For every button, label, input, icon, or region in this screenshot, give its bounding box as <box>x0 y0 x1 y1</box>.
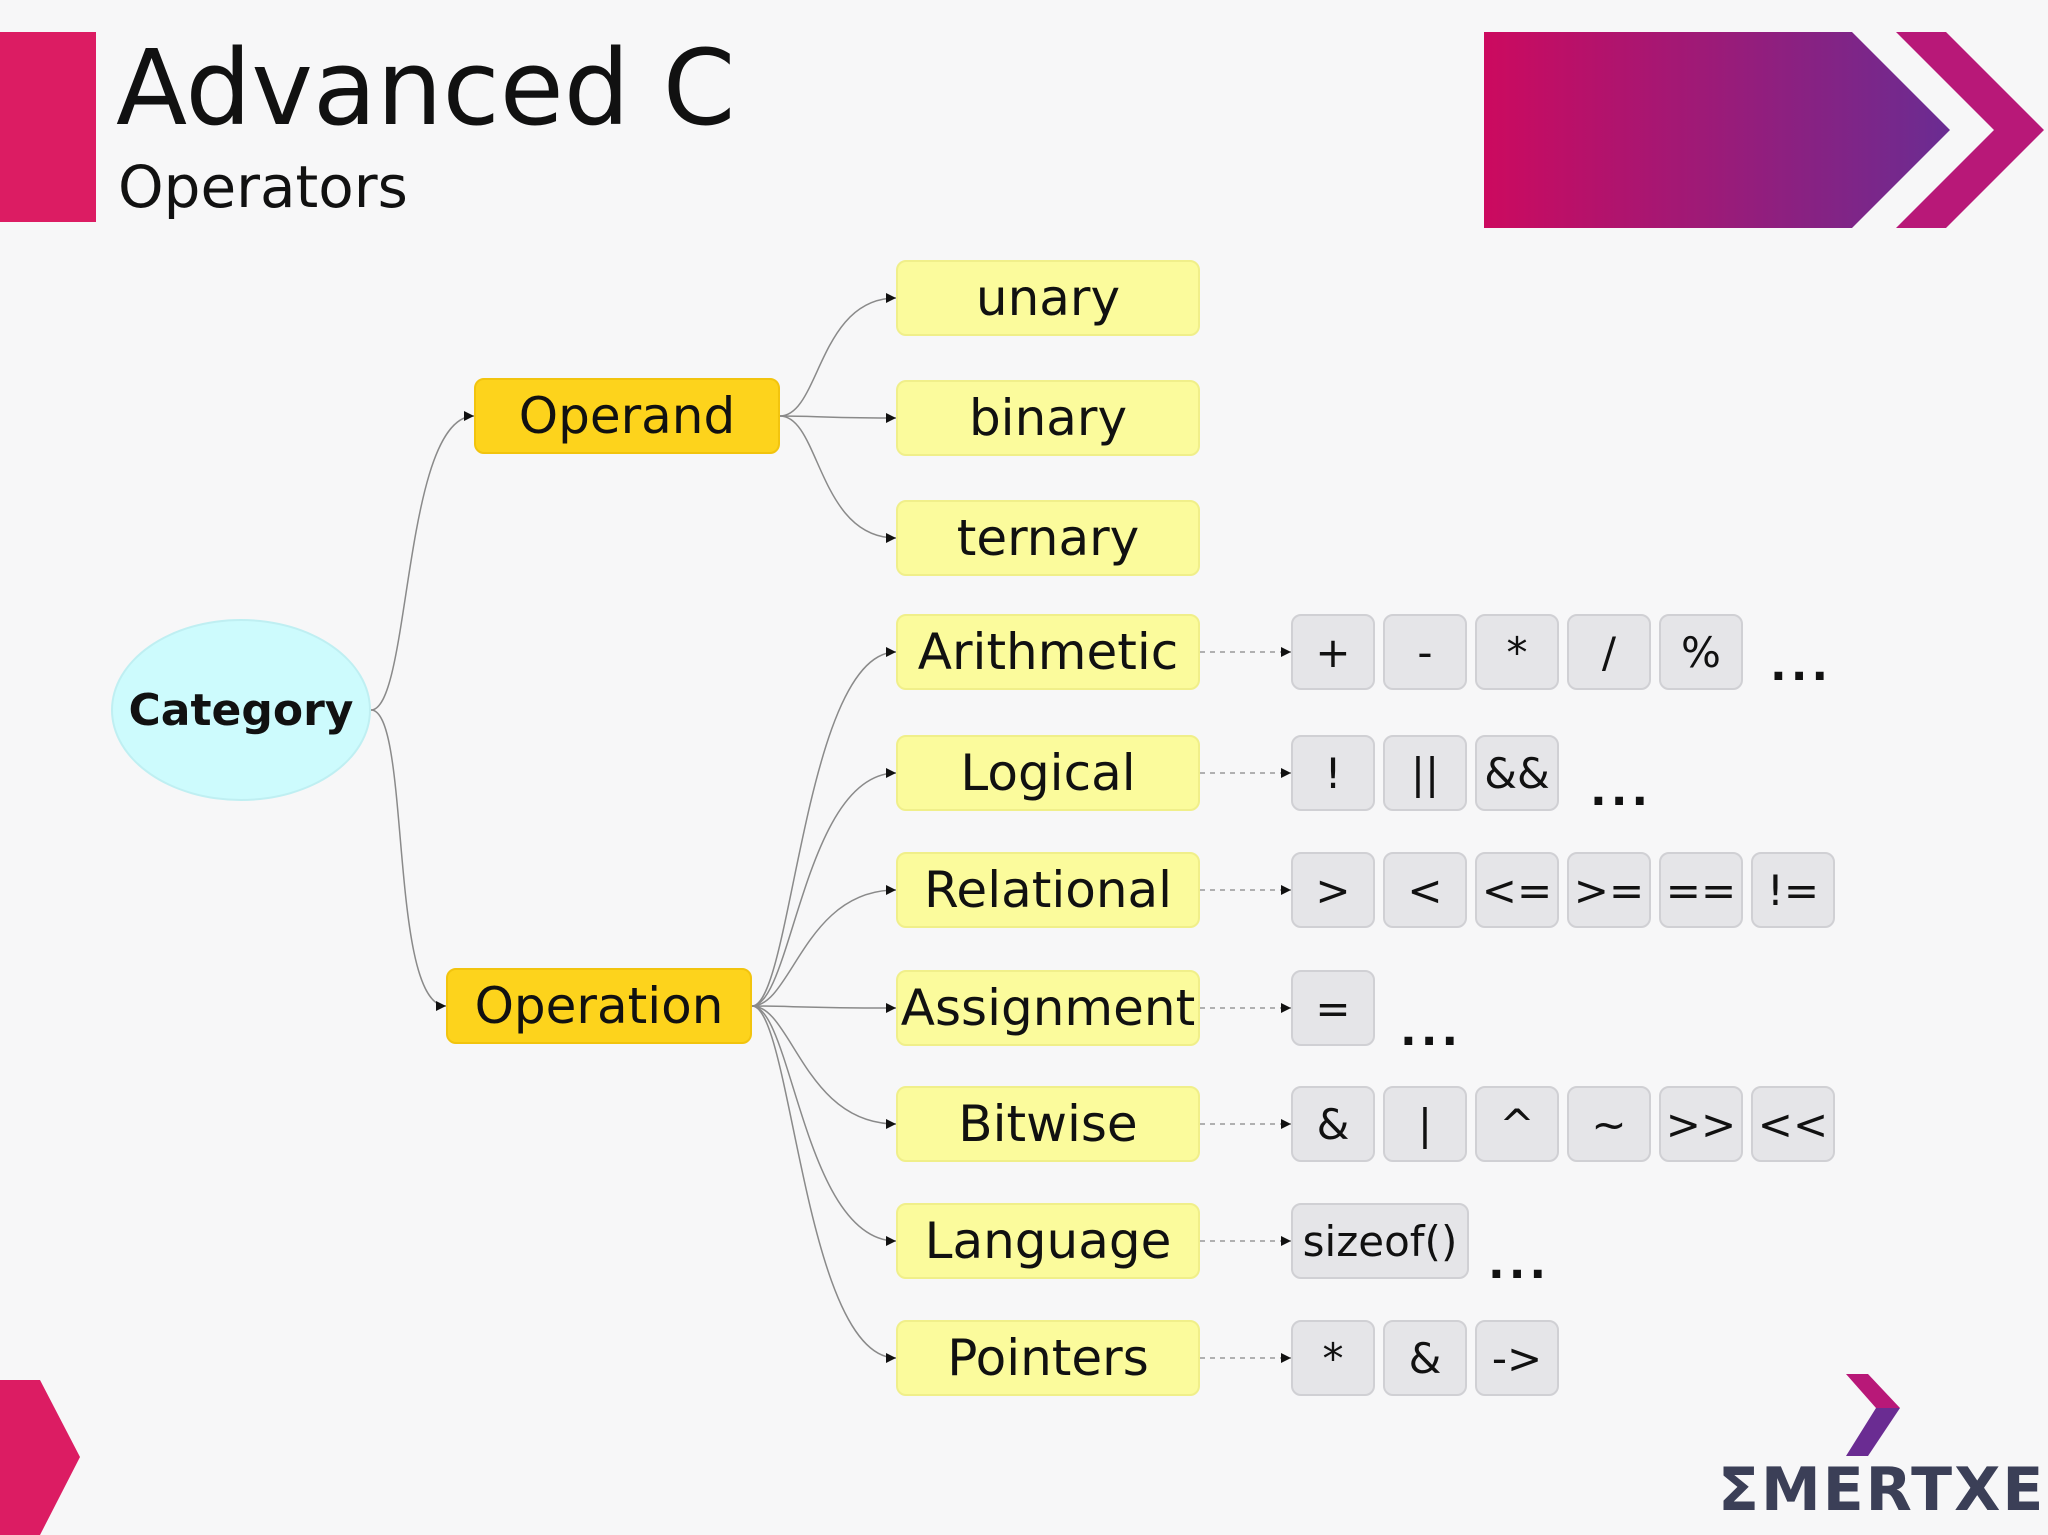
connector-operand-leaf-0 <box>779 293 897 417</box>
operator-plus: + <box>1291 614 1375 690</box>
operator-not-equal: != <box>1751 852 1835 928</box>
connector-operation-leaf-0 <box>751 647 897 1007</box>
accent-bar <box>0 32 96 222</box>
operator-multiply: * <box>1475 614 1559 690</box>
connector-operation-leaf-4 <box>751 1005 897 1129</box>
operator-left-shift: << <box>1751 1086 1835 1162</box>
operator-right-shift: >> <box>1659 1086 1743 1162</box>
operator-equal: == <box>1659 852 1743 928</box>
connector-operation-leaf-2 <box>751 885 897 1007</box>
operator-bitwise-and: & <box>1291 1086 1375 1162</box>
banner-chevron-graphic <box>1484 32 2044 228</box>
operator-minus: - <box>1383 614 1467 690</box>
logo-chevron-icon <box>1846 1374 1900 1456</box>
operator-sizeof: sizeof() <box>1291 1203 1469 1279</box>
operator-and: && <box>1475 735 1559 811</box>
connector-operand-leaf-2 <box>779 415 897 543</box>
operator-less: < <box>1383 852 1467 928</box>
operator-modulo: % <box>1659 614 1743 690</box>
operator-bitwise-or: | <box>1383 1086 1467 1162</box>
category-language: Language <box>896 1203 1200 1279</box>
operator-divide: / <box>1567 614 1651 690</box>
connector-operation-leaf-1 <box>751 768 897 1007</box>
category-bitwise: Bitwise <box>896 1086 1200 1162</box>
logo-text: ΣMERTXE <box>1718 1455 2046 1525</box>
logical-more: ... <box>1590 765 1653 816</box>
operator-dereference: * <box>1291 1320 1375 1396</box>
operator-arrow: -> <box>1475 1320 1559 1396</box>
language-more: ... <box>1488 1238 1551 1289</box>
operand-ternary: ternary <box>896 500 1200 576</box>
corner-chevron-graphic <box>0 1380 80 1535</box>
connector-operation-leaf-6 <box>751 1005 897 1363</box>
connector-operand-leaf-1 <box>779 412 897 423</box>
operator-address-of: & <box>1383 1320 1467 1396</box>
connector-operation-leaf-3 <box>751 1002 897 1013</box>
category-assignment: Assignment <box>896 970 1200 1046</box>
operand-node: Operand <box>474 378 780 454</box>
connector-operation-leaf-5 <box>751 1005 897 1246</box>
operator-complement: ~ <box>1567 1086 1651 1162</box>
category-pointers: Pointers <box>896 1320 1200 1396</box>
operand-binary: binary <box>896 380 1200 456</box>
emertxe-logo: ΣMERTXE <box>1718 1374 2046 1525</box>
operator-assign: = <box>1291 970 1375 1046</box>
operator-less-equal: <= <box>1475 852 1559 928</box>
arithmetic-more: ... <box>1770 640 1833 691</box>
slide-subtitle: Operators <box>118 153 408 221</box>
connector-category-operand <box>370 411 475 711</box>
category-logical: Logical <box>896 735 1200 811</box>
category-node: Category <box>111 619 371 801</box>
operator-xor: ^ <box>1475 1086 1559 1162</box>
assignment-more: ... <box>1400 1005 1463 1056</box>
operator-greater: > <box>1291 852 1375 928</box>
category-relational: Relational <box>896 852 1200 928</box>
operator-not: ! <box>1291 735 1375 811</box>
category-arithmetic: Arithmetic <box>896 614 1200 690</box>
connector-category-operation <box>370 709 447 1011</box>
operand-unary: unary <box>896 260 1200 336</box>
operator-greater-equal: >= <box>1567 852 1651 928</box>
slide-title: Advanced C <box>116 27 736 149</box>
operator-or: || <box>1383 735 1467 811</box>
operation-node: Operation <box>446 968 752 1044</box>
